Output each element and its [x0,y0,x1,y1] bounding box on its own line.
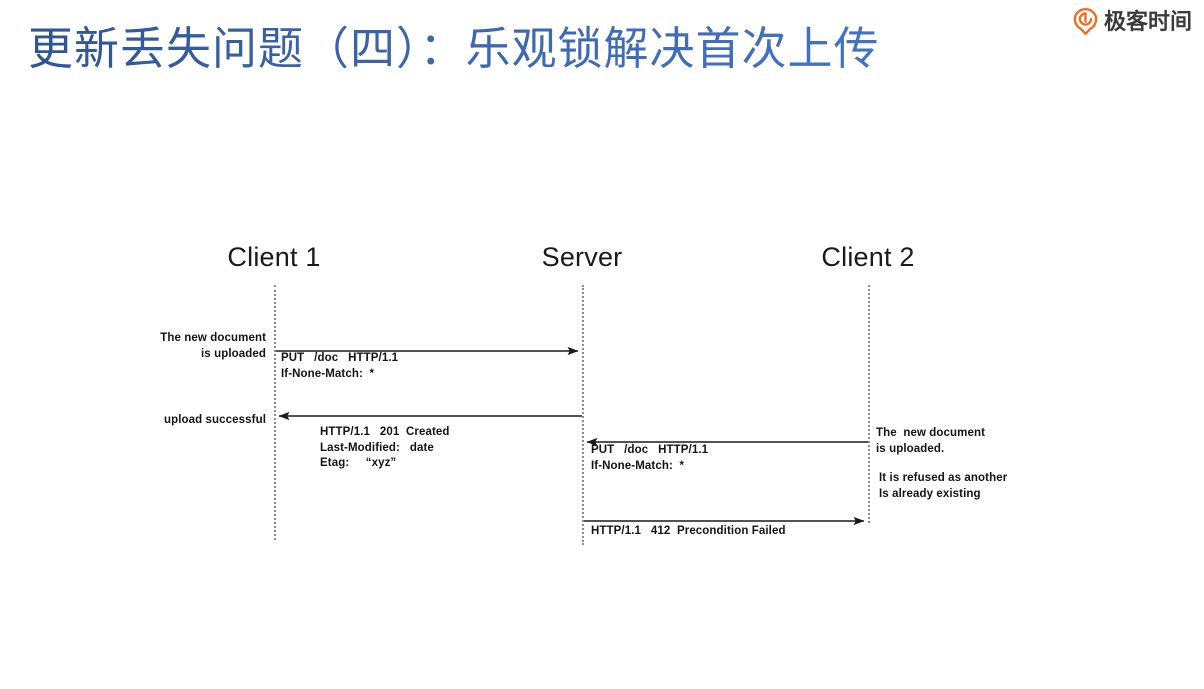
message-label-m1: PUT /doc HTTP/1.1 If-None-Match: * [281,352,399,380]
message-label-m3: PUT /doc HTTP/1.1 If-None-Match: * [591,444,709,472]
lifeline-client2 [868,285,870,523]
page-title: 更新丢失问题（四）：乐观锁解决首次上传 [28,18,880,80]
note-client2-refused: It is refused as another Is already exis… [879,472,1008,500]
lifeline-header-client1: Client 1 [227,242,321,272]
lifeline-client1 [274,285,276,540]
brand-name: 极客时间 [1103,9,1192,34]
brand-logo: 极客时间 [1072,8,1192,35]
geek-time-circle-icon [1072,8,1099,35]
note-client2-upload: The new document is uploaded. [876,427,986,455]
message-label-m2: HTTP/1.1 201 Created Last-Modified: date… [320,426,450,469]
message-label-m4: HTTP/1.1 412 Precondition Failed [591,525,786,537]
lifeline-header-client2: Client 2 [821,242,915,272]
note-client1-success: upload successful [163,414,266,426]
lifeline-server [582,285,584,545]
note-client1-upload: The new document is uploaded [160,332,266,360]
lifeline-header-server: Server [541,242,623,272]
